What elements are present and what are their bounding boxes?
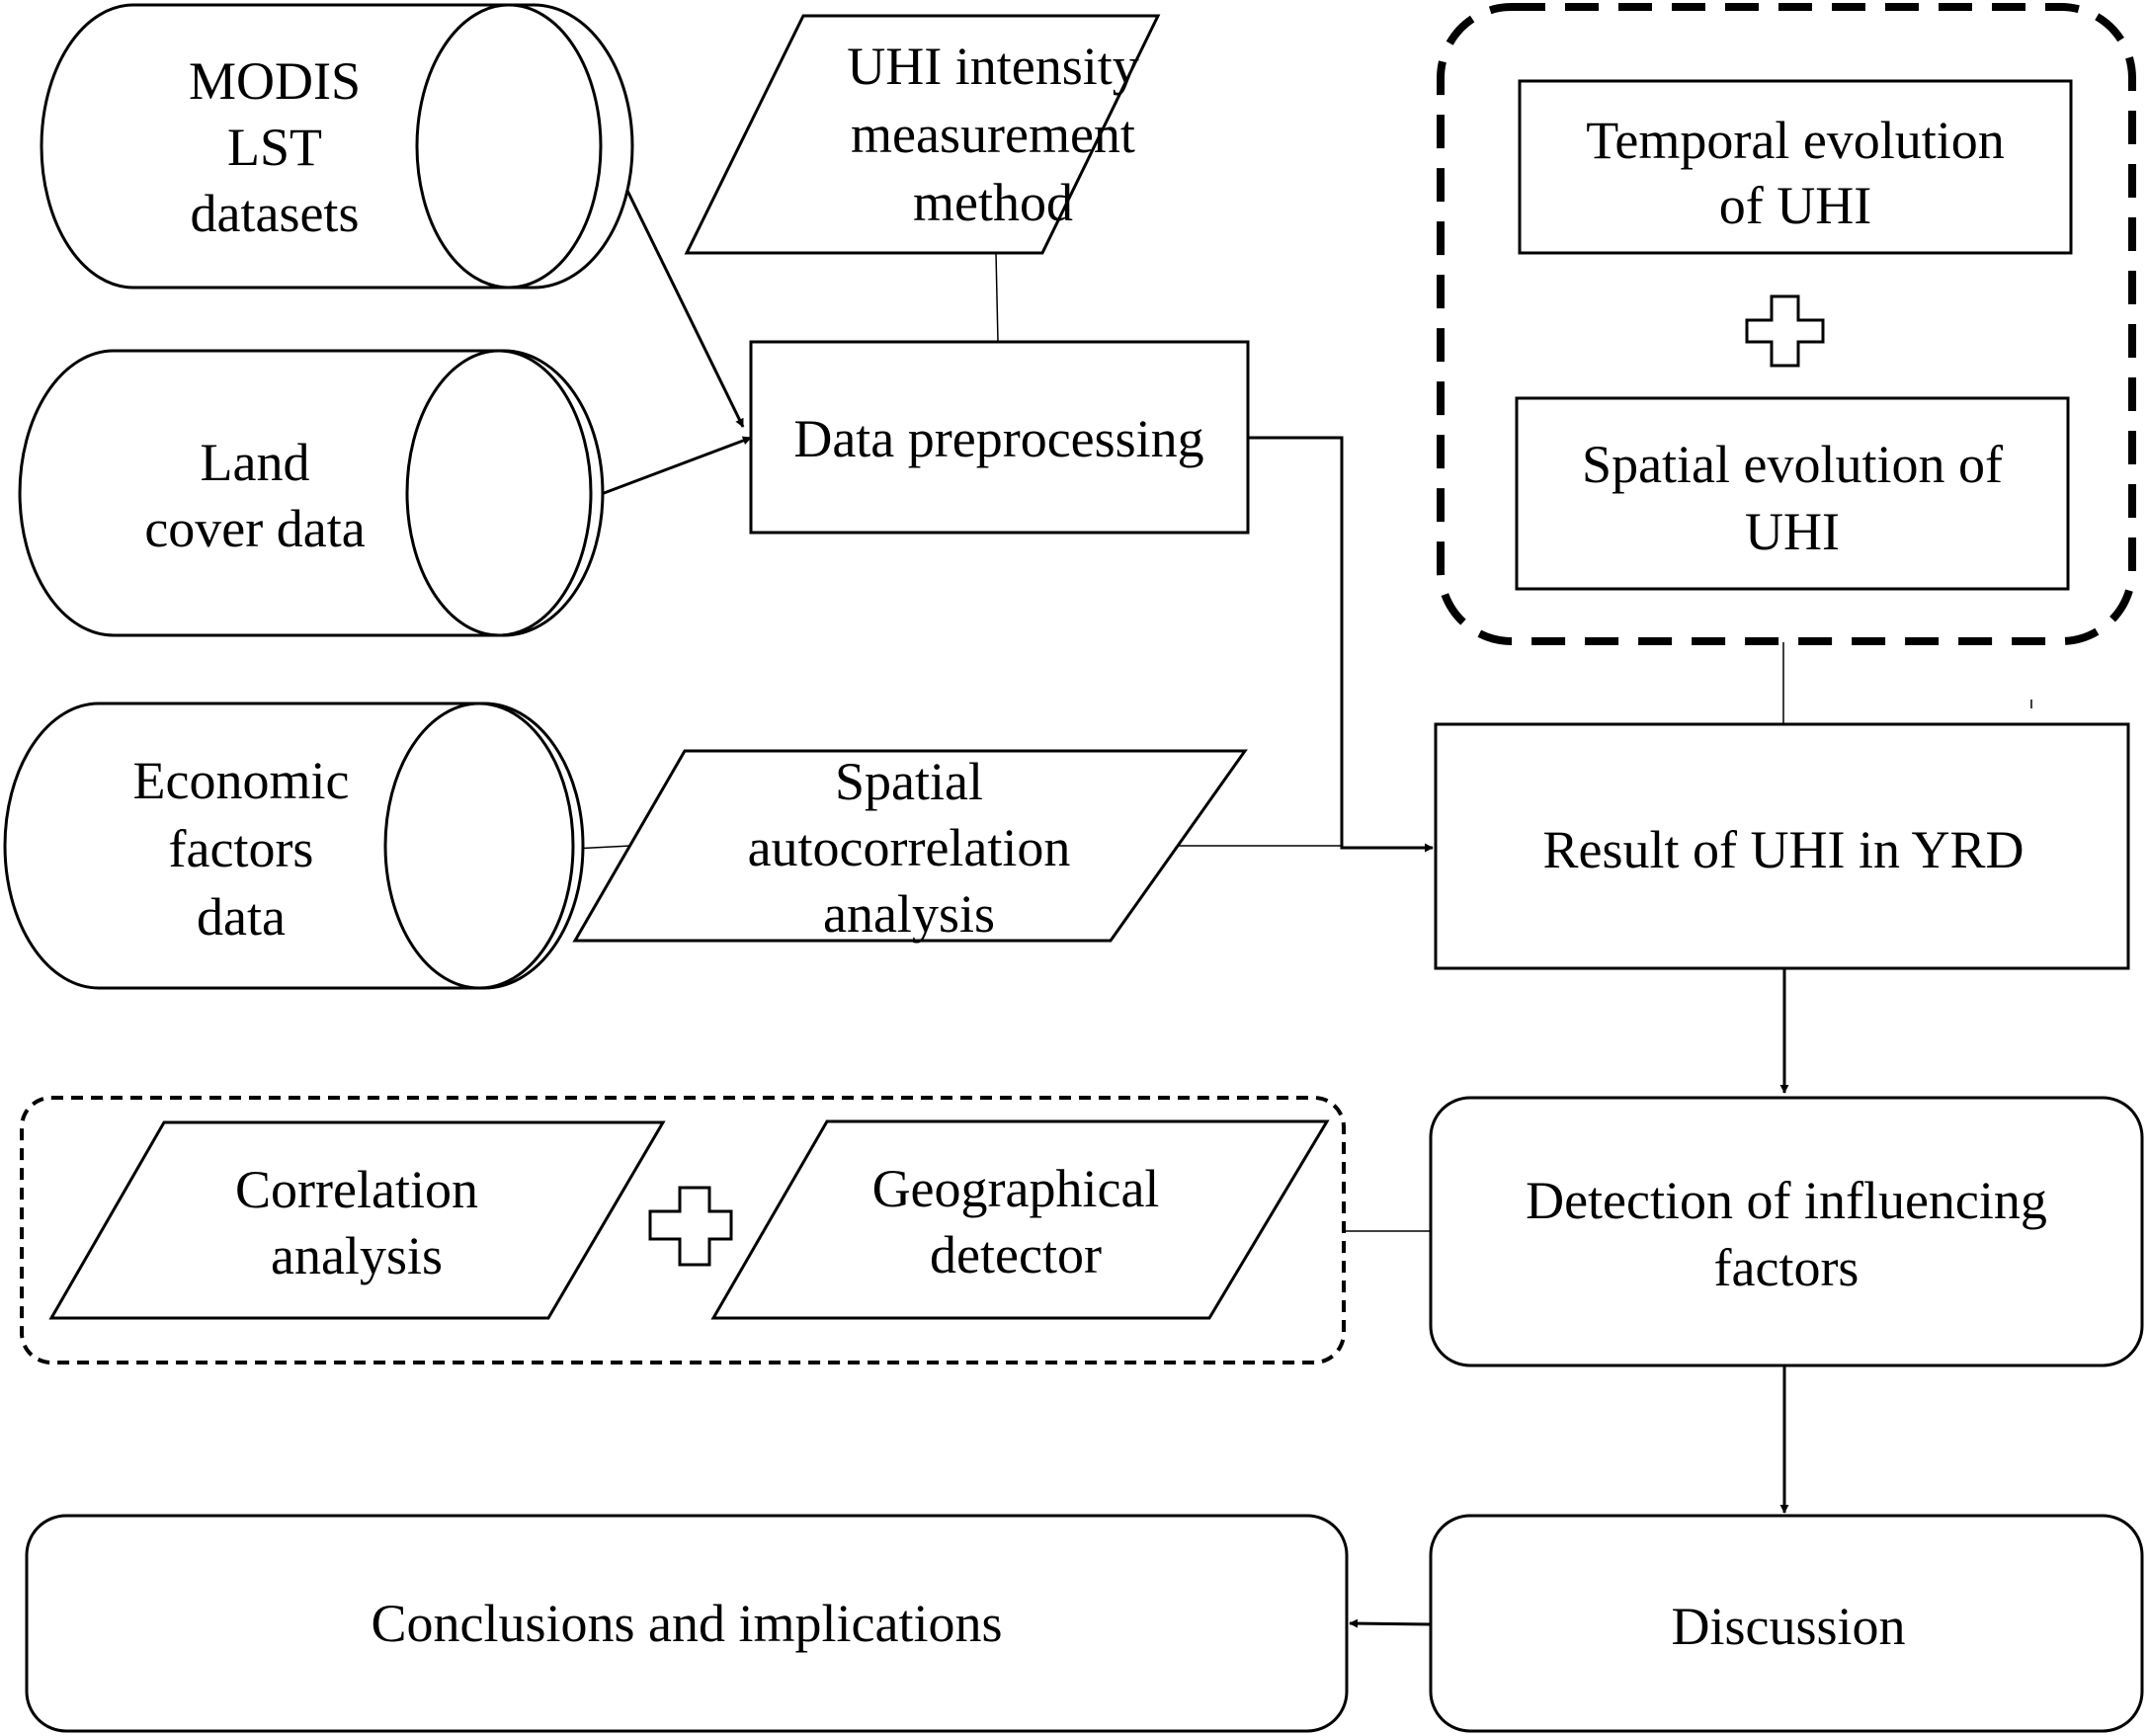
land-cover-line-1: Land [201,433,310,492]
modis-line-2: LST [227,118,322,177]
spatial-evolution-line-1: Spatial evolution of [1582,435,2003,494]
result-label: Result of UHI in YRD [1543,820,2025,879]
arrow-modis-to-preprocessing [606,149,745,428]
autocorrelation-line-2: autocorrelation [748,818,1071,877]
geo-detector-line-2: detector [930,1225,1102,1284]
modis-lst-datasets-cylinder: MODIS LST datasets [40,3,634,289]
uhi-method-line-2: measurement [851,105,1135,164]
uhi-method-line-3: method [913,173,1073,232]
conclusions-implications-box: Conclusions and implications [25,1514,1349,1733]
correlation-analysis-parallelogram: Correlation analysis [48,1120,666,1320]
economic-factors-data-cylinder: Economic factors data [3,702,585,990]
autocorrelation-line-1: Spatial [835,752,983,811]
land-cover-data-cylinder: Land cover data [18,349,605,637]
result-uhi-yrd-box: Result of UHI in YRD [1434,722,2130,970]
arrow-landcover-to-preprocessing [590,436,752,500]
discussion-box: Discussion [1429,1514,2144,1733]
plus-icon [1745,294,1825,368]
spatial-evolution-line-2: UHI [1745,502,1840,561]
modis-line-3: datasets [191,184,360,243]
economic-line-2: factors [169,819,314,878]
detection-influencing-factors-box: Detection of influencing factors [1429,1096,2144,1367]
land-cover-line-2: cover data [144,499,365,558]
uhi-intensity-method-parallelogram: UHI intensity measurement method [684,14,1161,255]
uhi-method-line-1: UHI intensity [847,37,1138,96]
economic-line-1: Economic [133,751,350,810]
connector-method-to-preprocessing [995,252,999,343]
data-preprocessing-box: Data preprocessing [749,340,1250,535]
arrow-discussion-to-conclusions [1349,1618,1432,1628]
analysis-methods-group: Correlation analysis Geographical detect… [20,1096,1346,1364]
economic-line-3: data [197,887,286,947]
geographical-detector-parallelogram: Geographical detector [710,1119,1330,1320]
temporal-evolution-line-2: of UHI [1719,176,1871,235]
modis-line-1: MODIS [189,51,361,111]
temporal-evolution-line-1: Temporal evolution [1586,111,2005,170]
autocorrelation-line-3: analysis [823,884,995,944]
discussion-label: Discussion [1671,1597,1905,1656]
correlation-line-1: Correlation [235,1160,478,1219]
detection-line-1: Detection of influencing [1526,1171,2047,1230]
spatial-autocorrelation-parallelogram: Spatial autocorrelation analysis [572,749,1248,944]
plus-icon [648,1186,733,1267]
preprocessing-label: Data preprocessing [793,409,1203,468]
correlation-line-2: analysis [271,1226,443,1285]
detection-line-2: factors [1714,1238,1860,1297]
uhi-evolution-group: Temporal evolution of UHI Spatial evolut… [1437,3,2136,645]
geo-detector-line-1: Geographical [872,1159,1160,1218]
conclusions-label: Conclusions and implications [372,1594,1003,1653]
arrow-preprocessing-to-result [1248,436,1434,853]
